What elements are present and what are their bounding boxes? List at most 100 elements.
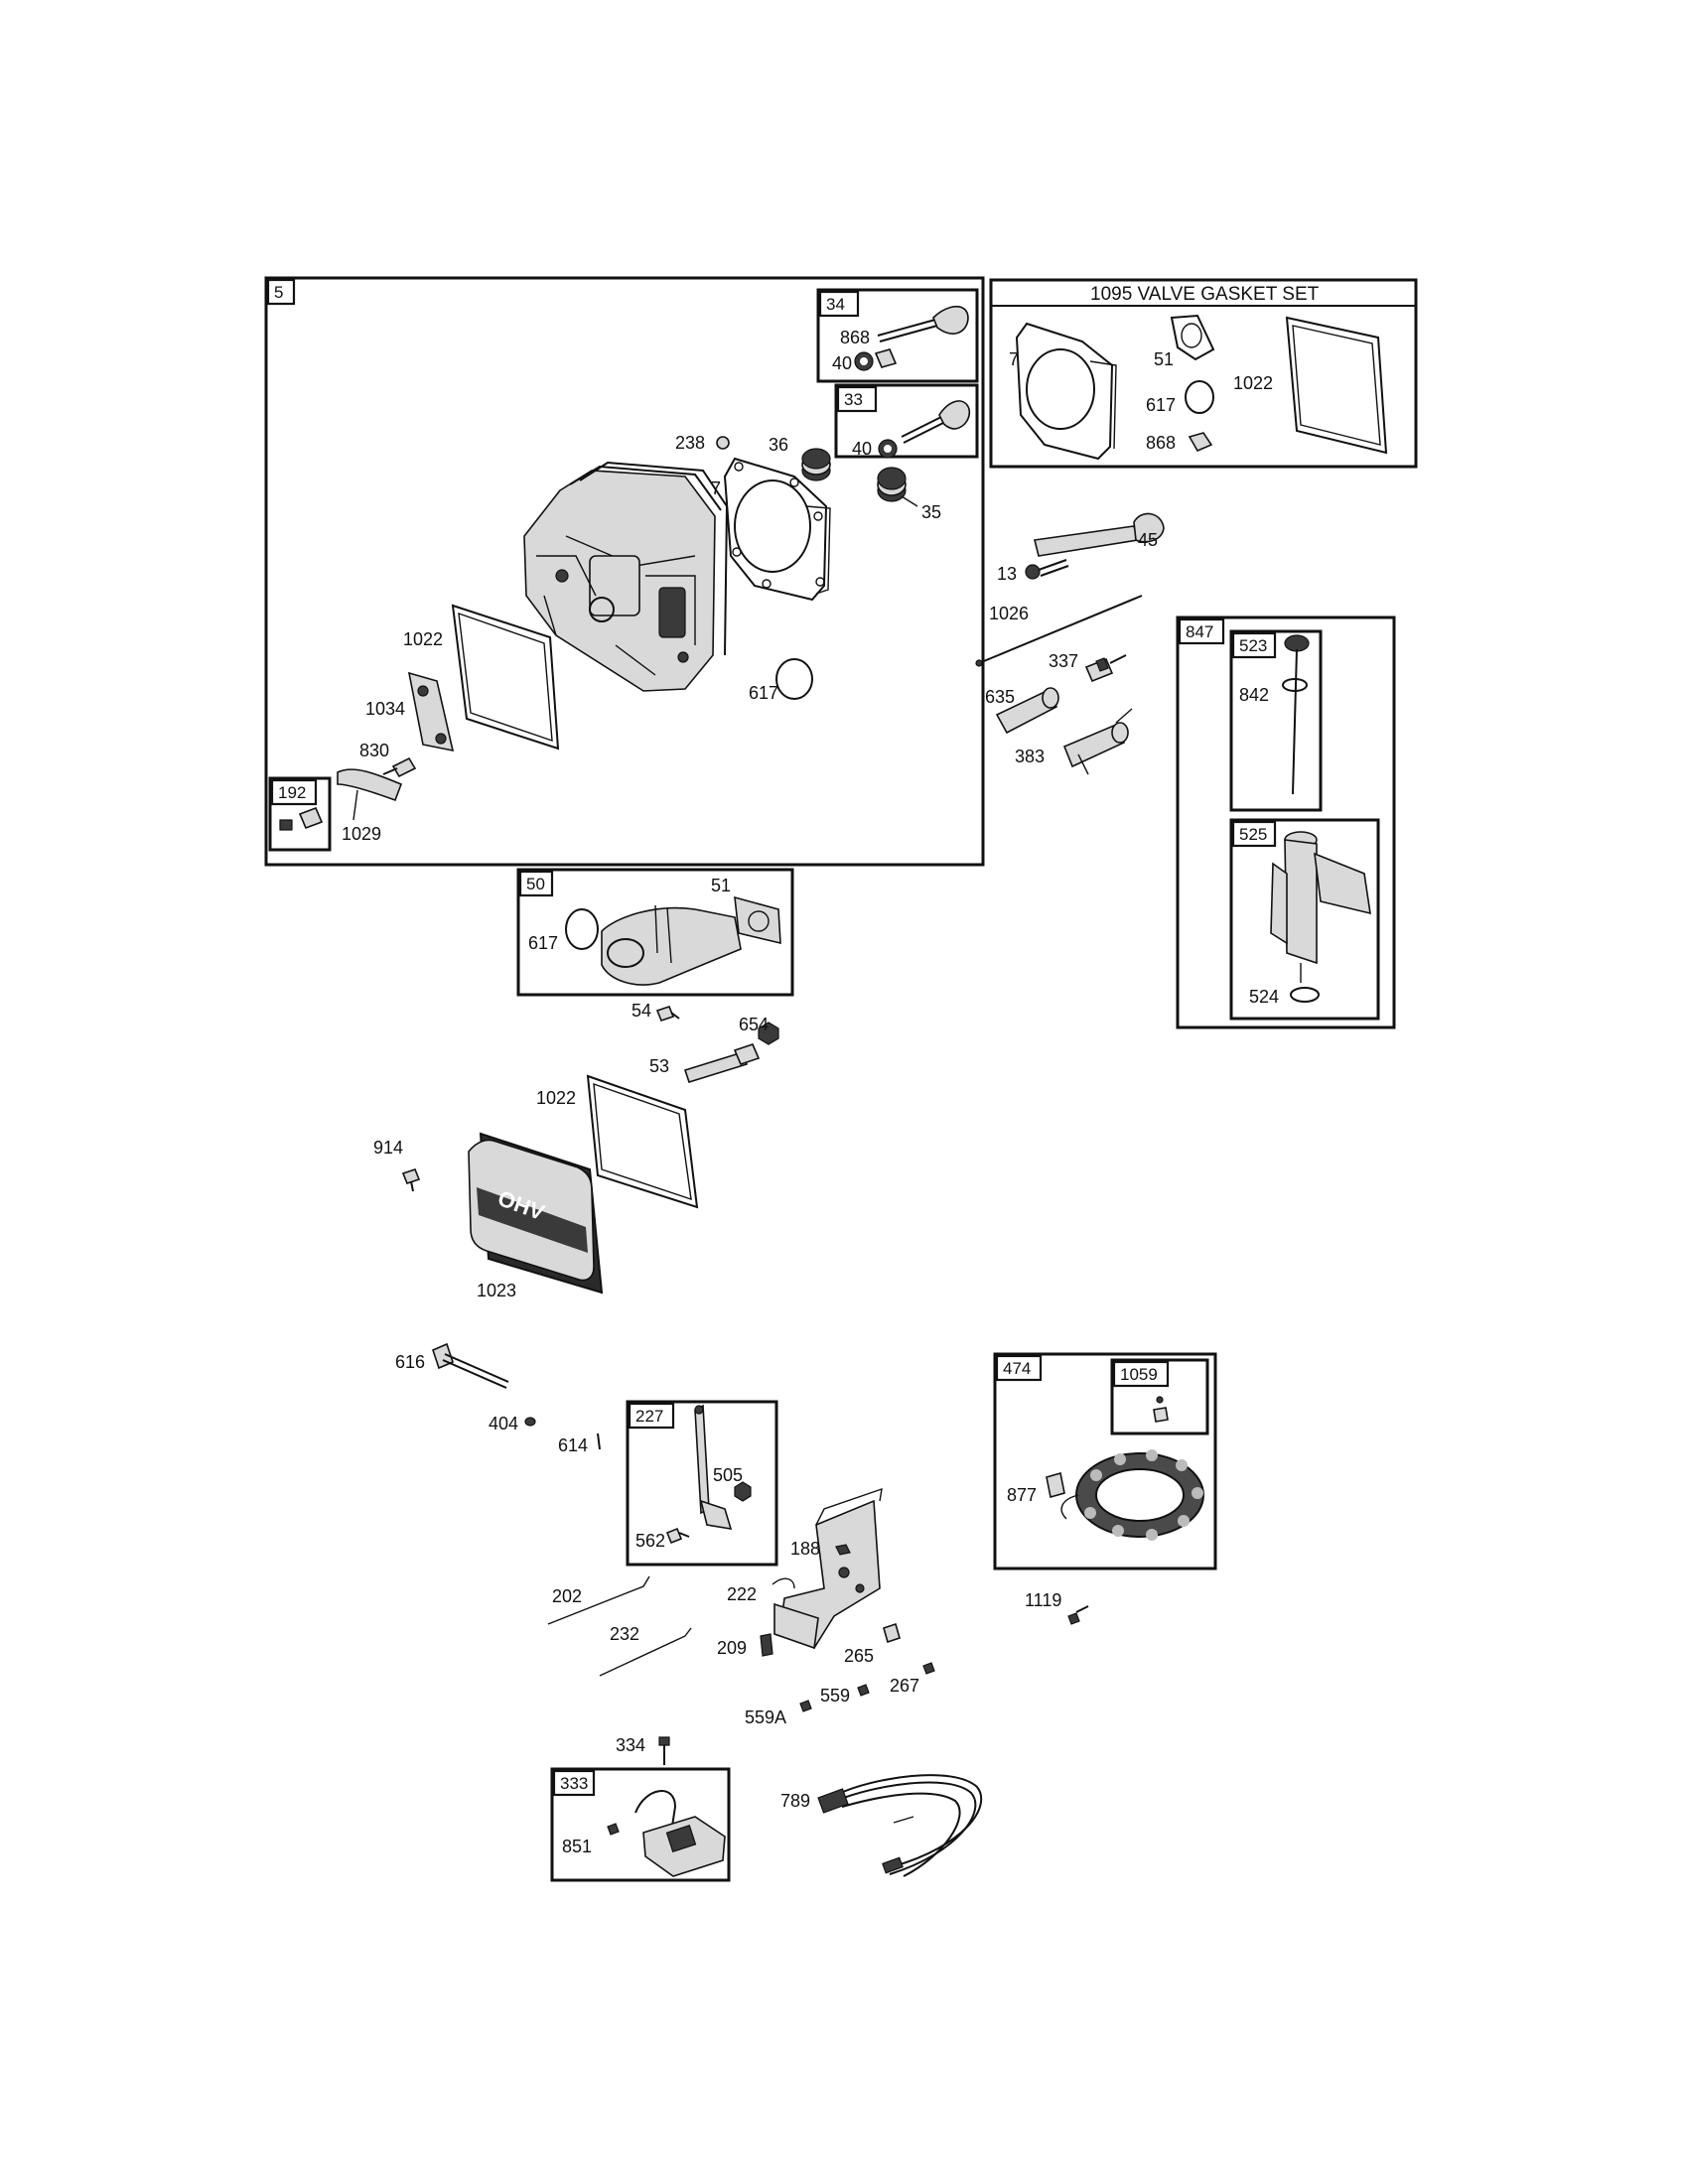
group-tab-525 xyxy=(1231,820,1277,848)
part-222-drawing xyxy=(772,1577,795,1589)
o-ring-524-drawing xyxy=(1290,987,1320,1003)
label-559a: 559A xyxy=(745,1707,786,1727)
governor-lever-drawing xyxy=(694,1404,733,1531)
label-1022-gasket-set: 1022 xyxy=(1233,373,1273,393)
label-562: 562 xyxy=(635,1531,665,1551)
group-misc-upper: 13 45 1026 337 635 383 xyxy=(975,512,1165,775)
link-232-drawing xyxy=(599,1627,692,1677)
bolt-13-drawing xyxy=(1025,559,1069,580)
label-559: 559 xyxy=(820,1686,850,1706)
screw-188-drawing xyxy=(835,1544,851,1556)
nut-654-drawing xyxy=(758,1022,779,1045)
valve-33-frame xyxy=(834,383,979,459)
label-222: 222 xyxy=(727,1584,757,1604)
group-governor: 616 404 614 227 505 562 188 202 xyxy=(395,1342,935,1727)
cover-gasket-1022-drawing xyxy=(451,604,560,751)
stud-53-drawing xyxy=(683,1043,761,1083)
group-dipstick-tube: 847 523 842 525 524 xyxy=(1176,615,1396,1029)
valve-spring-36-drawing xyxy=(801,448,831,481)
cover-gasket-1022-lower-drawing xyxy=(586,1074,699,1209)
bolt-562-drawing xyxy=(665,1527,690,1545)
breather-kit-192-drawing xyxy=(279,806,324,831)
group-number-227: 227 xyxy=(635,1407,663,1426)
label-616: 616 xyxy=(395,1352,425,1372)
label-789: 789 xyxy=(780,1791,810,1811)
governor-lever-227-frame xyxy=(626,1400,778,1567)
cylinder-head-drawing xyxy=(523,461,729,692)
group-tab-523 xyxy=(1231,631,1277,659)
label-868-valve: 868 xyxy=(840,328,870,347)
bolt-54-drawing xyxy=(655,1006,680,1022)
control-bracket-drawing xyxy=(773,1487,883,1650)
group-tab-1059 xyxy=(1112,1360,1170,1388)
group-ignition: 334 333 851 789 xyxy=(550,1735,983,1882)
bolt-334-drawing xyxy=(658,1736,670,1765)
group-cylinder-head: 5 34 868 40 33 40 xyxy=(264,276,985,867)
label-13: 13 xyxy=(997,564,1017,584)
link-202-drawing xyxy=(547,1575,650,1625)
gasket-set-manifold-gasket-drawing xyxy=(1170,314,1215,361)
group-number-525: 525 xyxy=(1239,825,1267,844)
label-617-head: 617 xyxy=(749,683,778,703)
gasket-set-o-ring-drawing xyxy=(1185,380,1214,414)
label-40-valve-33: 40 xyxy=(852,439,872,459)
label-1022-head: 1022 xyxy=(403,629,443,649)
label-1023: 1023 xyxy=(477,1281,516,1300)
group-number-1059: 1059 xyxy=(1120,1365,1158,1384)
spring-209-drawing xyxy=(760,1633,773,1657)
label-334: 334 xyxy=(616,1735,645,1755)
label-617-manifold: 617 xyxy=(528,933,558,953)
group-tab-34 xyxy=(818,290,860,318)
label-7-gasket-set: 7 xyxy=(1009,349,1019,369)
label-40-valve-34: 40 xyxy=(832,353,852,373)
dipstick-tube-847-frame xyxy=(1176,615,1396,1029)
group-intake-manifold: 50 617 51 xyxy=(516,868,794,997)
label-654: 654 xyxy=(739,1015,769,1034)
valve-spring-35-drawing xyxy=(877,467,918,507)
label-842: 842 xyxy=(1239,685,1269,705)
label-45: 45 xyxy=(1138,530,1158,550)
label-188: 188 xyxy=(790,1539,820,1559)
breather-1029-drawing xyxy=(337,768,403,821)
gasket-set-cover-gasket-drawing xyxy=(1285,316,1388,455)
part-238-drawing xyxy=(716,436,730,450)
tappet-635-drawing xyxy=(995,687,1059,735)
nut-505-drawing xyxy=(734,1481,752,1502)
valve-cover-1023-drawing: OHV xyxy=(468,1132,604,1295)
dipstick-drawing xyxy=(1282,634,1310,795)
breather-kit-192-frame xyxy=(268,776,332,852)
label-1034: 1034 xyxy=(365,699,405,719)
screw-914-drawing xyxy=(401,1168,421,1192)
part-1059-drawing xyxy=(1153,1396,1169,1423)
group-tab-227 xyxy=(628,1402,675,1430)
label-51-gasket-set: 51 xyxy=(1154,349,1174,369)
o-ring-617-head-drawing xyxy=(775,658,813,700)
label-53: 53 xyxy=(649,1056,669,1076)
intake-valve-drawing xyxy=(878,400,971,459)
part-383-drawing xyxy=(1062,708,1133,775)
label-404: 404 xyxy=(489,1414,518,1433)
cylinder-head-group-frame xyxy=(264,276,985,867)
label-830: 830 xyxy=(359,741,389,760)
label-265: 265 xyxy=(844,1646,874,1666)
intake-manifold-50-frame xyxy=(516,868,794,997)
spark-plug-337-drawing xyxy=(1084,654,1127,683)
screw-559-drawing xyxy=(857,1684,870,1697)
push-rod-1026-drawing xyxy=(978,595,1143,664)
gasket-set-head-gasket-drawing xyxy=(1015,322,1117,461)
group-tab-333 xyxy=(552,1769,596,1797)
screw-267-drawing xyxy=(922,1662,935,1675)
label-232: 232 xyxy=(610,1624,639,1644)
screw-851-drawing xyxy=(607,1823,620,1836)
ignition-armature-drawing xyxy=(634,1790,726,1877)
valve-34-frame xyxy=(816,288,979,383)
label-1022-cover: 1022 xyxy=(536,1088,576,1108)
washer-404-drawing xyxy=(524,1417,536,1427)
group-tab-33 xyxy=(836,385,878,413)
label-36: 36 xyxy=(769,435,788,455)
group-number-333: 333 xyxy=(560,1774,588,1793)
label-54: 54 xyxy=(632,1001,651,1021)
bolt-830-drawing xyxy=(382,756,417,778)
